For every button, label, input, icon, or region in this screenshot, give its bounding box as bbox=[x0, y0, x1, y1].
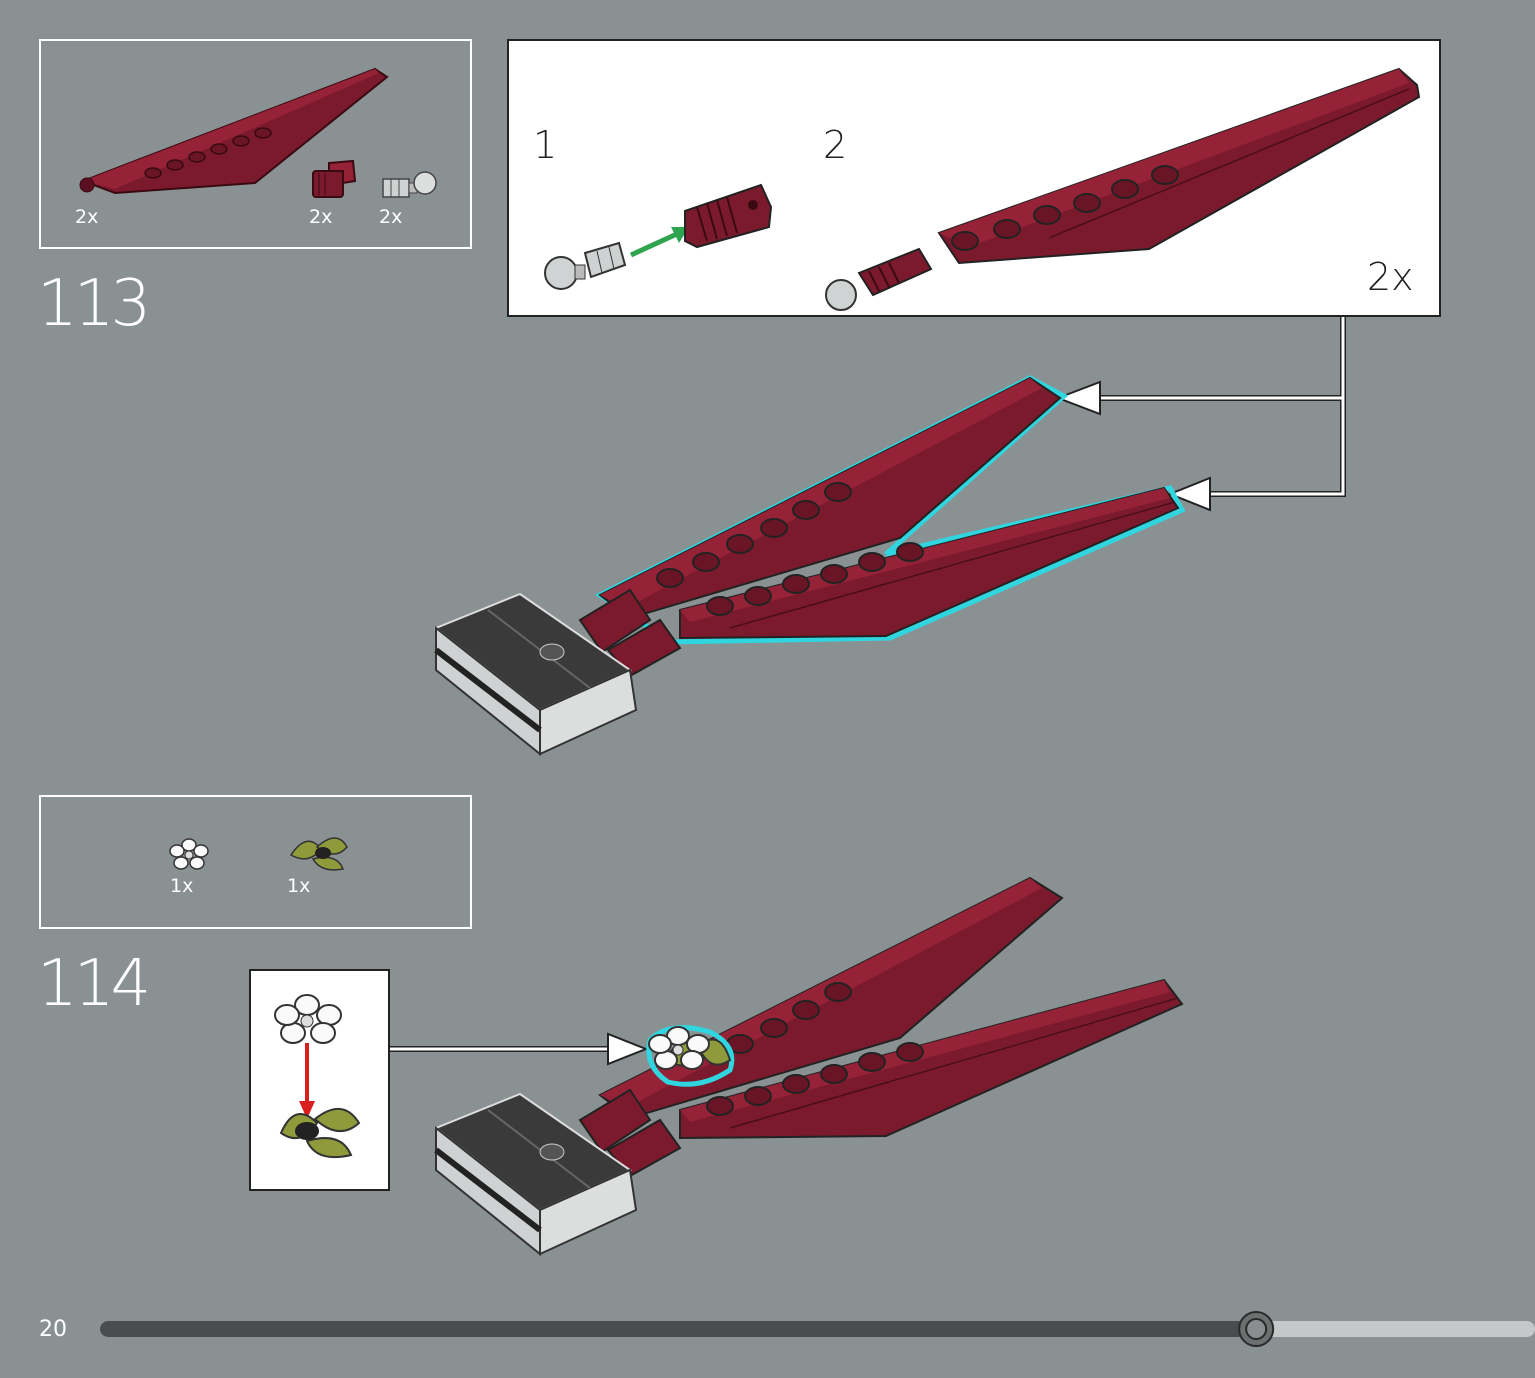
part-count-connector: 2x bbox=[309, 206, 333, 228]
wedge-plate-icon bbox=[79, 67, 389, 195]
connector-icon bbox=[312, 159, 357, 198]
step-number-113: 113 bbox=[37, 267, 151, 341]
model-114 bbox=[434, 876, 1184, 1257]
step-number-114: 114 bbox=[37, 947, 151, 1021]
model-113 bbox=[434, 375, 1186, 757]
ball-joint-icon bbox=[382, 171, 437, 198]
flower-assembly-box bbox=[249, 969, 390, 1191]
page-number: 20 bbox=[39, 1317, 67, 1342]
flower-assembly-illustration bbox=[274, 994, 361, 1159]
progress-knob[interactable] bbox=[1238, 1311, 1275, 1347]
progress-bar[interactable] bbox=[100, 1311, 1535, 1347]
part-count-wedge: 2x bbox=[75, 206, 99, 228]
parts-callout-113: 2x 2x 2x bbox=[39, 39, 472, 249]
substep-multiplier: 2x bbox=[1367, 255, 1414, 299]
highlighted-flower bbox=[646, 1025, 735, 1087]
part-count-leaves: 1x bbox=[287, 875, 311, 897]
parts-callout-114: 1x 1x bbox=[39, 795, 472, 929]
substep-label-1: 1 bbox=[533, 123, 558, 167]
substep-1-illustration bbox=[544, 183, 773, 290]
subassembly-box: 1 2 2x bbox=[507, 39, 1441, 317]
progress-fill bbox=[100, 1321, 1257, 1337]
part-count-flower: 1x bbox=[170, 875, 194, 897]
olive-leaves-icon bbox=[289, 837, 348, 871]
part-count-ball-joint: 2x bbox=[379, 206, 403, 228]
substep-2-illustration bbox=[825, 67, 1421, 311]
substep-label-2: 2 bbox=[823, 123, 848, 167]
white-flower-icon bbox=[169, 838, 209, 870]
